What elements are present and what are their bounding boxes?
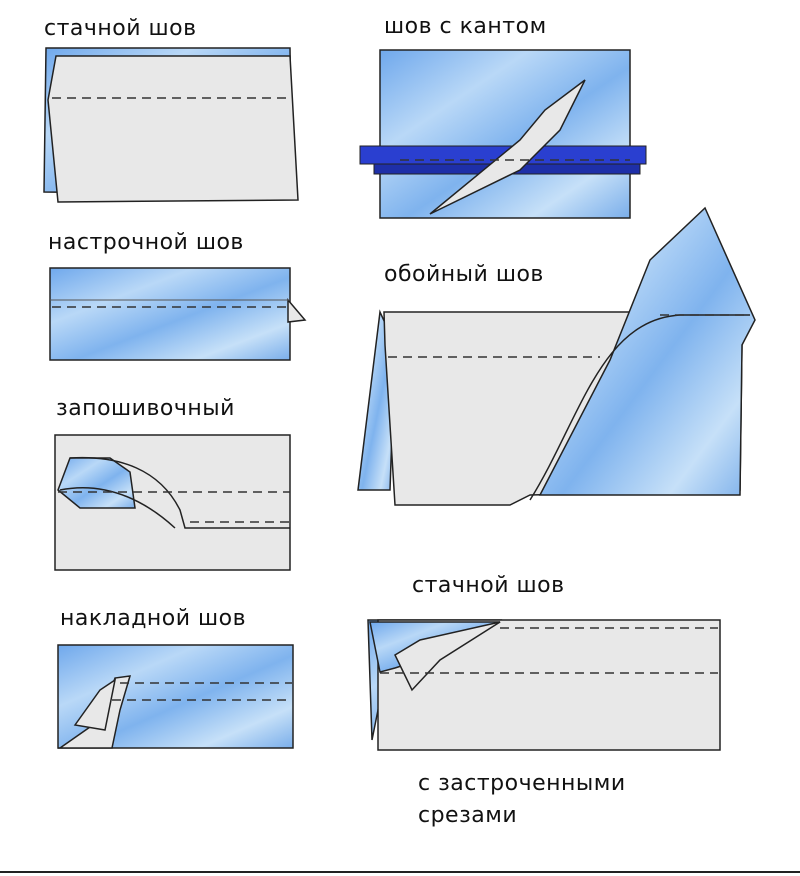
butt-seam-bottom-diagram	[367, 619, 721, 751]
label-piped-seam: шов с кантом	[384, 14, 547, 39]
label-butt-seam-bottom: стачной шов	[412, 573, 565, 598]
piped-seam-diagram	[359, 49, 647, 219]
lapped-seam-diagram	[57, 644, 294, 749]
label-upholstery-seam: обойный шов	[384, 262, 544, 287]
butt-seam-diagram	[43, 47, 299, 203]
label-butt-seam: стачной шов	[44, 16, 197, 41]
flat-felled-seam-diagram	[54, 434, 291, 571]
label-flat-felled-seam: запошивочный	[56, 396, 235, 421]
upholstery-seam-diagram	[357, 206, 756, 506]
label-lapped-seam: накладной шов	[60, 606, 247, 631]
topstitched-seam-diagram	[49, 267, 307, 361]
label-topstitched-seam: настрочной шов	[48, 230, 244, 255]
label-butt-seam-caption: с застроченными срезами	[418, 771, 626, 828]
